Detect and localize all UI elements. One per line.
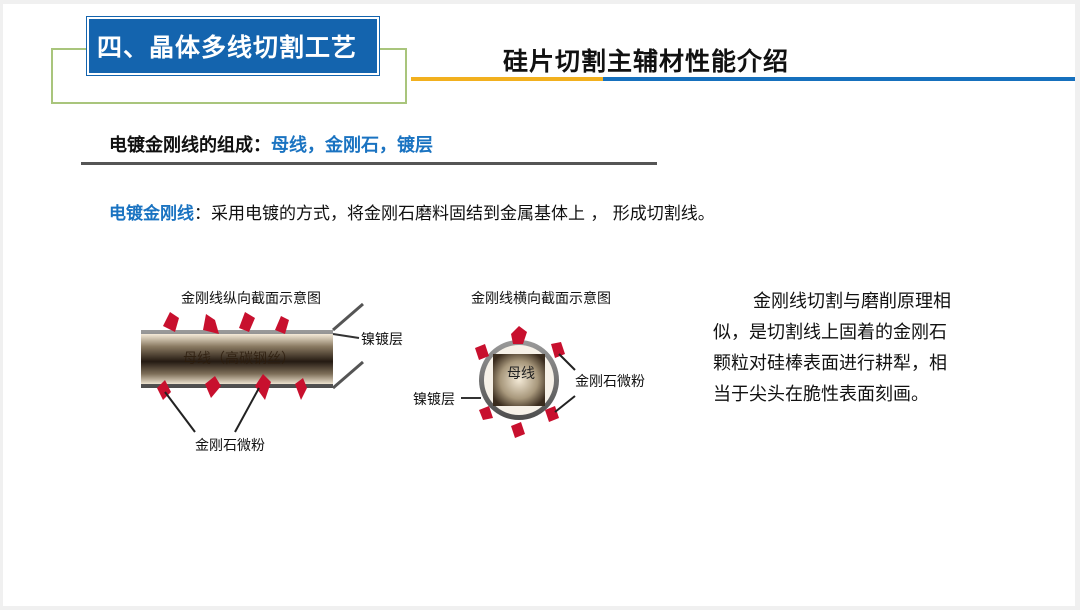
definition-body: ：采用电镀的方式，将金刚石磨料固结到金属基体上 ， 形成切割线。	[194, 204, 715, 224]
composition-parts: 母线，金刚石，镀层	[271, 135, 433, 156]
particle-pointer-transverse-bottom	[554, 395, 576, 413]
plating-pointer-longitudinal	[332, 333, 360, 339]
core-label-transverse: 母线	[507, 366, 535, 382]
wire-end-line-bottom	[332, 360, 364, 390]
diamond-particle	[239, 312, 255, 332]
longitudinal-wire: 母线（高碳钢丝）	[141, 302, 364, 390]
heading-divider	[81, 162, 657, 165]
core-wire-longitudinal	[141, 334, 333, 384]
definition-term: 电镀金刚线	[109, 204, 194, 224]
diamond-particle	[295, 378, 307, 400]
page-title: 硅片切割主辅材性能介绍	[503, 47, 790, 76]
particle-label-longitudinal: 金刚石微粉	[195, 438, 265, 454]
particle-pointer-right	[234, 387, 260, 433]
diamond-particle	[203, 314, 219, 334]
slide: 四、晶体多线切割工艺 硅片切割主辅材性能介绍 电镀金刚线的组成：母线，金刚石，镀…	[3, 4, 1075, 606]
particle-pointer-left	[164, 391, 196, 433]
diamond-particles-transverse	[475, 326, 565, 438]
plating-label-transverse: 镍镀层	[413, 391, 455, 408]
diamond-particle	[163, 312, 179, 332]
principle-text: 金刚线切割与磨削原理相似，是切割线上固着的金刚石颗粒对硅棒表面进行耕犁，相当于尖…	[713, 291, 951, 405]
core-label-longitudinal: 母线（高碳钢丝）	[183, 350, 295, 367]
transverse-wire: 母线	[479, 340, 559, 420]
diamond-particle	[475, 344, 489, 360]
diamond-particle	[545, 406, 559, 422]
particle-pointer-transverse-top	[558, 353, 576, 371]
header-accent-line-blue	[603, 77, 1075, 81]
diamond-particle	[511, 326, 527, 344]
definition-text: 电镀金刚线：采用电镀的方式，将金刚石磨料固结到金属基体上 ， 形成切割线。	[109, 199, 715, 224]
diamond-particle	[479, 406, 493, 420]
longitudinal-title: 金刚线纵向截面示意图	[181, 290, 321, 307]
composition-heading: 电镀金刚线的组成：母线，金刚石，镀层	[109, 131, 433, 157]
plating-label-longitudinal: 镍镀层	[361, 331, 403, 348]
diamond-particle	[255, 374, 271, 400]
particle-label-transverse: 金刚石微粉	[575, 374, 645, 390]
transverse-title: 金刚线横向截面示意图	[471, 290, 611, 307]
diamond-particle	[275, 316, 289, 334]
wire-diagram-svg: 金刚线纵向截面示意图 母线（高碳钢丝） 镍镀层	[141, 290, 645, 454]
diamond-particle	[551, 342, 565, 358]
wire-diagram: 金刚线纵向截面示意图 母线（高碳钢丝） 镍镀层	[123, 274, 663, 478]
wire-end-line-top	[332, 302, 364, 332]
diamond-particle	[511, 422, 525, 438]
section-label: 四、晶体多线切割工艺	[87, 17, 379, 75]
diamond-particles-longitudinal	[157, 312, 307, 400]
diamond-particle	[205, 376, 221, 398]
core-wire-transverse	[493, 354, 545, 406]
header-accent-line-yellow	[411, 77, 603, 81]
composition-prefix: 电镀金刚线的组成：	[109, 135, 271, 156]
